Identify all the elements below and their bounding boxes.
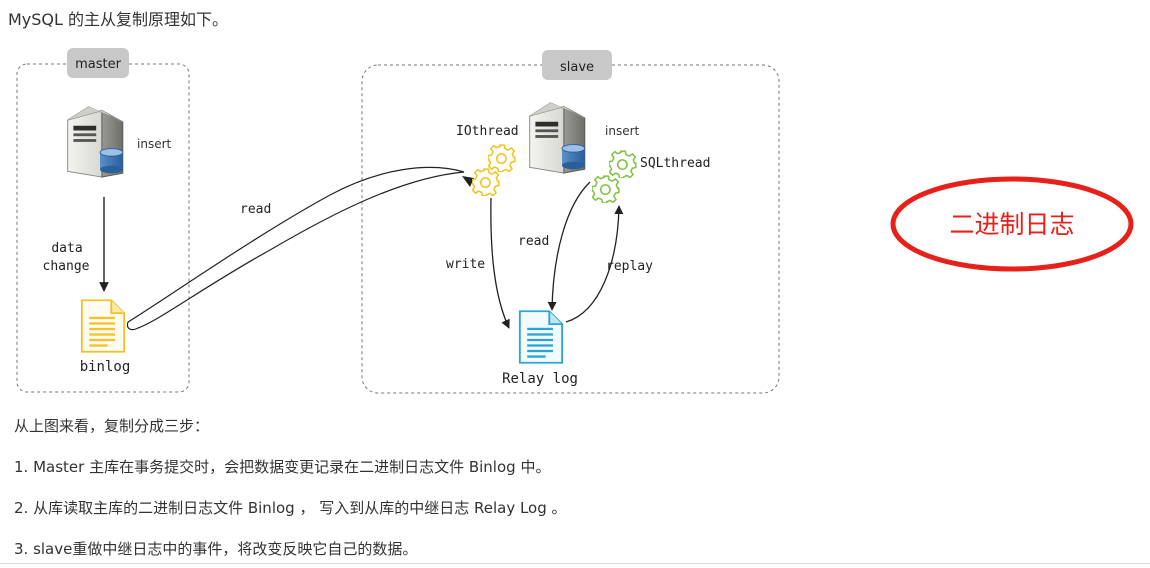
step-item-3: 3. slave重做中继日志中的事件，将改变反映它自己的数据。: [14, 540, 418, 558]
read-relay-arrow: [547, 181, 591, 311]
read-binlog-arrow: [126, 166, 465, 331]
read-binlog-arrowhead: [462, 176, 474, 187]
iothread-gear-icon-bottom: [472, 168, 500, 196]
iothread-label: IOthread: [456, 124, 519, 139]
slave-server-icon: [529, 102, 586, 174]
read-master-label: read: [240, 202, 271, 217]
relay-log-label: Relay log: [502, 371, 578, 387]
read-slave-label: read: [518, 234, 549, 249]
steps-heading: 从上图来看，复制分成三步：: [14, 417, 210, 435]
write-label: write: [446, 257, 485, 272]
sqlthread-label: SQLthread: [640, 156, 710, 171]
data-change-label-line2: change: [43, 259, 90, 274]
iothread-gear-icon-top: [488, 144, 516, 172]
master-insert-label: insert: [137, 137, 172, 151]
slave-insert-label: insert: [605, 124, 640, 138]
step-item-2: 2. 从库读取主库的二进制日志文件 Binlog ， 写入到从库的中继日志 Re…: [14, 499, 567, 517]
replay-arrow: [565, 205, 624, 323]
master-label: master: [75, 57, 121, 72]
relay-log-document-icon: [518, 310, 564, 364]
master-server-icon: [67, 106, 124, 178]
binlog-label: binlog: [80, 359, 131, 375]
intro-text: MySQL 的主从复制原理如下。: [8, 10, 229, 29]
annotation-circle: [890, 176, 1134, 272]
sqlthread-gear-icon-bottom: [592, 175, 620, 203]
write-arrow: [490, 197, 510, 329]
master-container: [16, 63, 190, 393]
replay-label: replay: [606, 259, 653, 274]
step-item-1: 1. Master 主库在事务提交时，会把数据变更记录在二进制日志文件 Binl…: [14, 458, 551, 476]
slave-label: slave: [560, 60, 594, 75]
master-label-badge: [67, 48, 129, 78]
sqlthread-gear-icon-top: [609, 150, 637, 178]
annotation-text: 二进制日志: [949, 210, 1074, 239]
bottom-divider: [0, 563, 1150, 564]
replication-diagram: master slave insert data change binlog r…: [16, 48, 1134, 394]
slave-label-badge: [542, 50, 612, 80]
data-change-label-line1: data: [51, 241, 82, 256]
binlog-document-icon: [80, 299, 126, 353]
